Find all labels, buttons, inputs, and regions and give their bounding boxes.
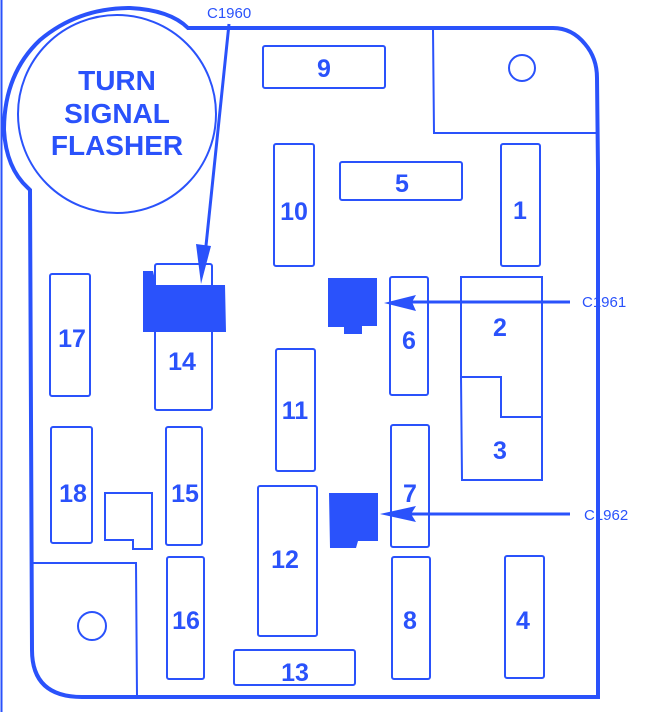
fuse-3-label: 3 [493, 437, 507, 465]
fuse-5-label: 5 [395, 170, 409, 198]
fuse-1-label: 1 [513, 197, 527, 225]
fuse-6-label: 6 [402, 327, 416, 355]
c1961-arrowhead [384, 295, 416, 311]
c1960-leader-line [202, 23, 231, 266]
fuse-8-slot [391, 556, 431, 680]
fuse-9-slot [262, 45, 386, 89]
mounting-hole-top-right [508, 54, 536, 82]
fuse-7-label: 7 [403, 480, 417, 508]
fuse-12-slot [257, 485, 318, 637]
fuse-14-slot [154, 263, 213, 411]
fuse-11-slot [275, 348, 316, 472]
fuse-16-slot [166, 556, 205, 680]
fuse-10-slot [273, 143, 315, 267]
fuse-17-slot [49, 273, 91, 397]
flasher-label-line-1: TURN [78, 65, 156, 96]
fuse-7-slot [390, 424, 430, 548]
fuse-8-label: 8 [403, 607, 417, 635]
connector-c1960-block [143, 271, 226, 332]
flasher-label-line-2: SIGNAL [64, 98, 170, 129]
connector-c1961-block [328, 278, 377, 334]
fuse-14-label: 14 [168, 348, 196, 376]
c1962-arrowhead [380, 506, 416, 522]
flasher-label-line-3: FLASHER [51, 130, 183, 161]
fuse-17-label: 17 [58, 325, 86, 353]
fuse-1-slot [500, 143, 541, 267]
fuse-15-slot [165, 426, 203, 546]
fuse-9-label: 9 [317, 55, 331, 83]
fuse-5-slot [339, 161, 463, 201]
fuse-16-label: 16 [172, 607, 200, 635]
blank-socket [104, 492, 153, 550]
connector-label-c1960: C1960 [207, 5, 251, 22]
fuse-13-label: 13 [281, 659, 309, 687]
connector-label-c1961: C1961 [582, 294, 626, 311]
fuse-18-slot [50, 426, 93, 544]
fuse-4-slot [504, 555, 545, 679]
fuse-12-label: 12 [271, 546, 299, 574]
connector-c1962-block [329, 493, 378, 548]
panel-outline [1, 5, 600, 699]
fuse-10-label: 10 [280, 198, 308, 226]
fuse-2-label: 2 [493, 314, 507, 342]
fuse-11-label: 11 [282, 397, 309, 425]
fuse-18-label: 18 [59, 480, 87, 508]
fuse-4-label: 4 [516, 607, 530, 635]
c1960-arrowhead [196, 244, 211, 284]
fuse-6-slot [389, 276, 429, 396]
mounting-hole-bottom-left [77, 611, 107, 641]
corner-block-bottom-left [33, 562, 138, 698]
fuse-3-outline [459, 376, 543, 481]
corner-block-top-right [432, 29, 597, 134]
turn-signal-flasher [17, 14, 217, 214]
fuse-13-slot [233, 649, 356, 686]
connector-label-c1962: C1962 [584, 507, 628, 524]
fuse-15-label: 15 [171, 480, 199, 508]
